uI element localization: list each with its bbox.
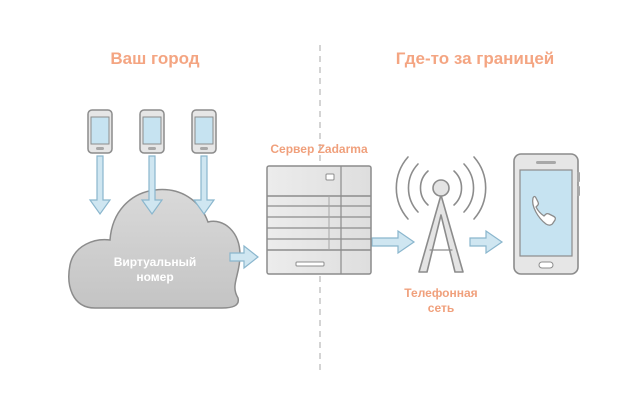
network-label: Телефонная сеть xyxy=(386,286,496,316)
arrow-icon-down-2 xyxy=(140,155,164,216)
smartphone-icon-1 xyxy=(87,109,113,154)
smartphone-icon-2 xyxy=(139,109,165,154)
left-heading: Ваш город xyxy=(110,49,200,68)
cloud-label: Виртуальный номер xyxy=(90,255,220,285)
cloud-label-line1: Виртуальный xyxy=(113,255,197,269)
arrow-icon-down-1 xyxy=(88,155,112,216)
right-heading: Где-то за границей xyxy=(395,49,555,68)
server-label: Сервер Zadarma xyxy=(270,142,368,156)
arrow-icon-right-3 xyxy=(469,229,504,255)
arrow-icon-down-3 xyxy=(192,155,216,216)
arrow-icon-right-1 xyxy=(229,244,259,270)
phone-handset-icon xyxy=(532,195,557,226)
cloud-icon xyxy=(68,188,241,309)
smartphone-icon-3 xyxy=(191,109,217,154)
antenna-icon xyxy=(395,156,487,273)
network-label-line2: сеть xyxy=(427,301,455,315)
server-icon xyxy=(266,165,372,275)
network-label-line1: Телефонная xyxy=(404,286,478,300)
cloud-label-line2: номер xyxy=(136,270,174,284)
arrow-icon-right-2 xyxy=(371,229,416,255)
